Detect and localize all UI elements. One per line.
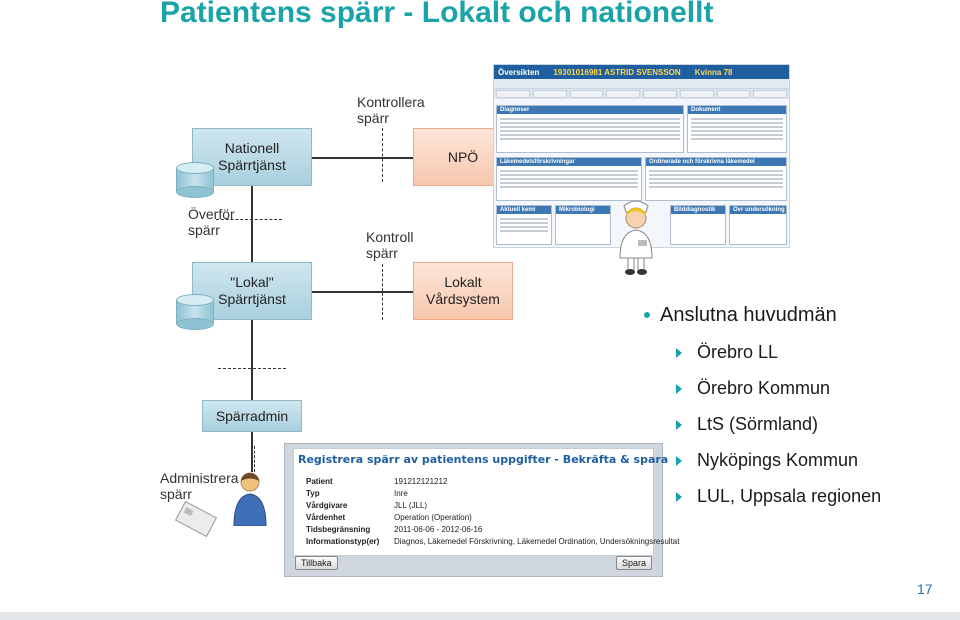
- list-item: Örebro Kommun: [697, 378, 831, 398]
- connector-dash: [218, 368, 286, 369]
- chevron-right-icon: [676, 456, 682, 466]
- card-icon: [174, 500, 218, 538]
- form-title: Registrera spärr av patientens uppgifter…: [298, 453, 669, 466]
- connector-line: [312, 291, 413, 293]
- npo-header-text: Översikten: [498, 67, 540, 77]
- npo-panel-mikro: Mikrobiologi: [555, 205, 611, 245]
- nationell-sparrtjanst-label: Nationell Spärrtjänst: [218, 140, 286, 173]
- connector-dash: [254, 446, 255, 472]
- chevron-right-icon: [676, 384, 682, 394]
- sparradmin-box: Spärradmin: [202, 400, 302, 432]
- lokalt-vardsystem-label: Lokalt Vårdsystem: [426, 274, 500, 307]
- npo-panel-bild: Bilddiagnostik: [670, 205, 726, 245]
- lokalt-vardsystem-box: Lokalt Vårdsystem: [413, 262, 513, 320]
- connector-line: [251, 432, 253, 472]
- spara-button[interactable]: Spara: [615, 556, 652, 570]
- form-body: Registrera spärr av patientens uppgifter…: [293, 448, 679, 556]
- list-header: Anslutna huvudmän: [660, 304, 837, 326]
- npo-panel-dokument: Dokument: [687, 105, 787, 153]
- database-icon: [176, 162, 214, 198]
- npo-label: NPÖ: [447, 148, 479, 165]
- npo-panel-ovr: Övr undersökning: [729, 205, 787, 245]
- connector-dash: [216, 219, 282, 220]
- npo-panel-ordinerade: Ordinerade och förskrivna läkemedel: [645, 157, 787, 201]
- npo-age: Kvinna 78: [694, 67, 733, 77]
- connector-dash: [382, 128, 383, 182]
- npo-patient: 19301016981 ASTRID SVENSSON: [553, 67, 681, 77]
- sparradmin-label: Spärradmin: [215, 407, 289, 424]
- bullet-icon: [644, 312, 650, 318]
- kontroll-label: Kontroll spärr: [366, 229, 414, 261]
- npo-panel-lakemedel: Läkemedelsförskrivningar: [496, 157, 642, 201]
- list-item: LtS (Sörmland): [697, 414, 819, 434]
- npo-panel-diagnoser: Diagnoser: [496, 105, 684, 153]
- page-number: 17: [917, 581, 933, 597]
- chevron-right-icon: [676, 492, 682, 502]
- connector-line: [251, 186, 253, 262]
- page-title: Patientens spärr - Lokalt och nationellt: [160, 0, 714, 29]
- npo-tab-bar: [494, 89, 789, 99]
- list-item: LUL, Uppsala regionen: [697, 486, 882, 506]
- npo-header: Översikten 19301016981 ASTRID SVENSSON K…: [494, 65, 789, 79]
- registrera-sparr-form: Registrera spärr av patientens uppgifter…: [284, 443, 679, 577]
- kontrollera-label: Kontrollera spärr: [357, 94, 425, 126]
- nurse-icon: [619, 200, 653, 275]
- lokal-sparrtjanst-label: "Lokal" Spärrtjänst: [218, 274, 286, 307]
- person-icon: [233, 472, 267, 526]
- connector-dash: [382, 264, 383, 320]
- database-icon: [176, 294, 214, 330]
- tillbaka-button[interactable]: Tillbaka: [295, 556, 338, 570]
- connector-line: [312, 157, 413, 159]
- connector-line: [251, 320, 253, 400]
- footer-bar: [0, 612, 960, 620]
- chevron-right-icon: [676, 348, 682, 358]
- npo-panel-kemi: Aktuell kemi: [496, 205, 552, 245]
- npo-timeline: [494, 79, 789, 89]
- list-item: Örebro LL: [697, 342, 779, 362]
- chevron-right-icon: [676, 420, 682, 430]
- list-item: Nyköpings Kommun: [697, 450, 859, 470]
- overfor-label: Överför spärr: [188, 206, 235, 238]
- administrera-label: Administrera spärr: [160, 470, 239, 502]
